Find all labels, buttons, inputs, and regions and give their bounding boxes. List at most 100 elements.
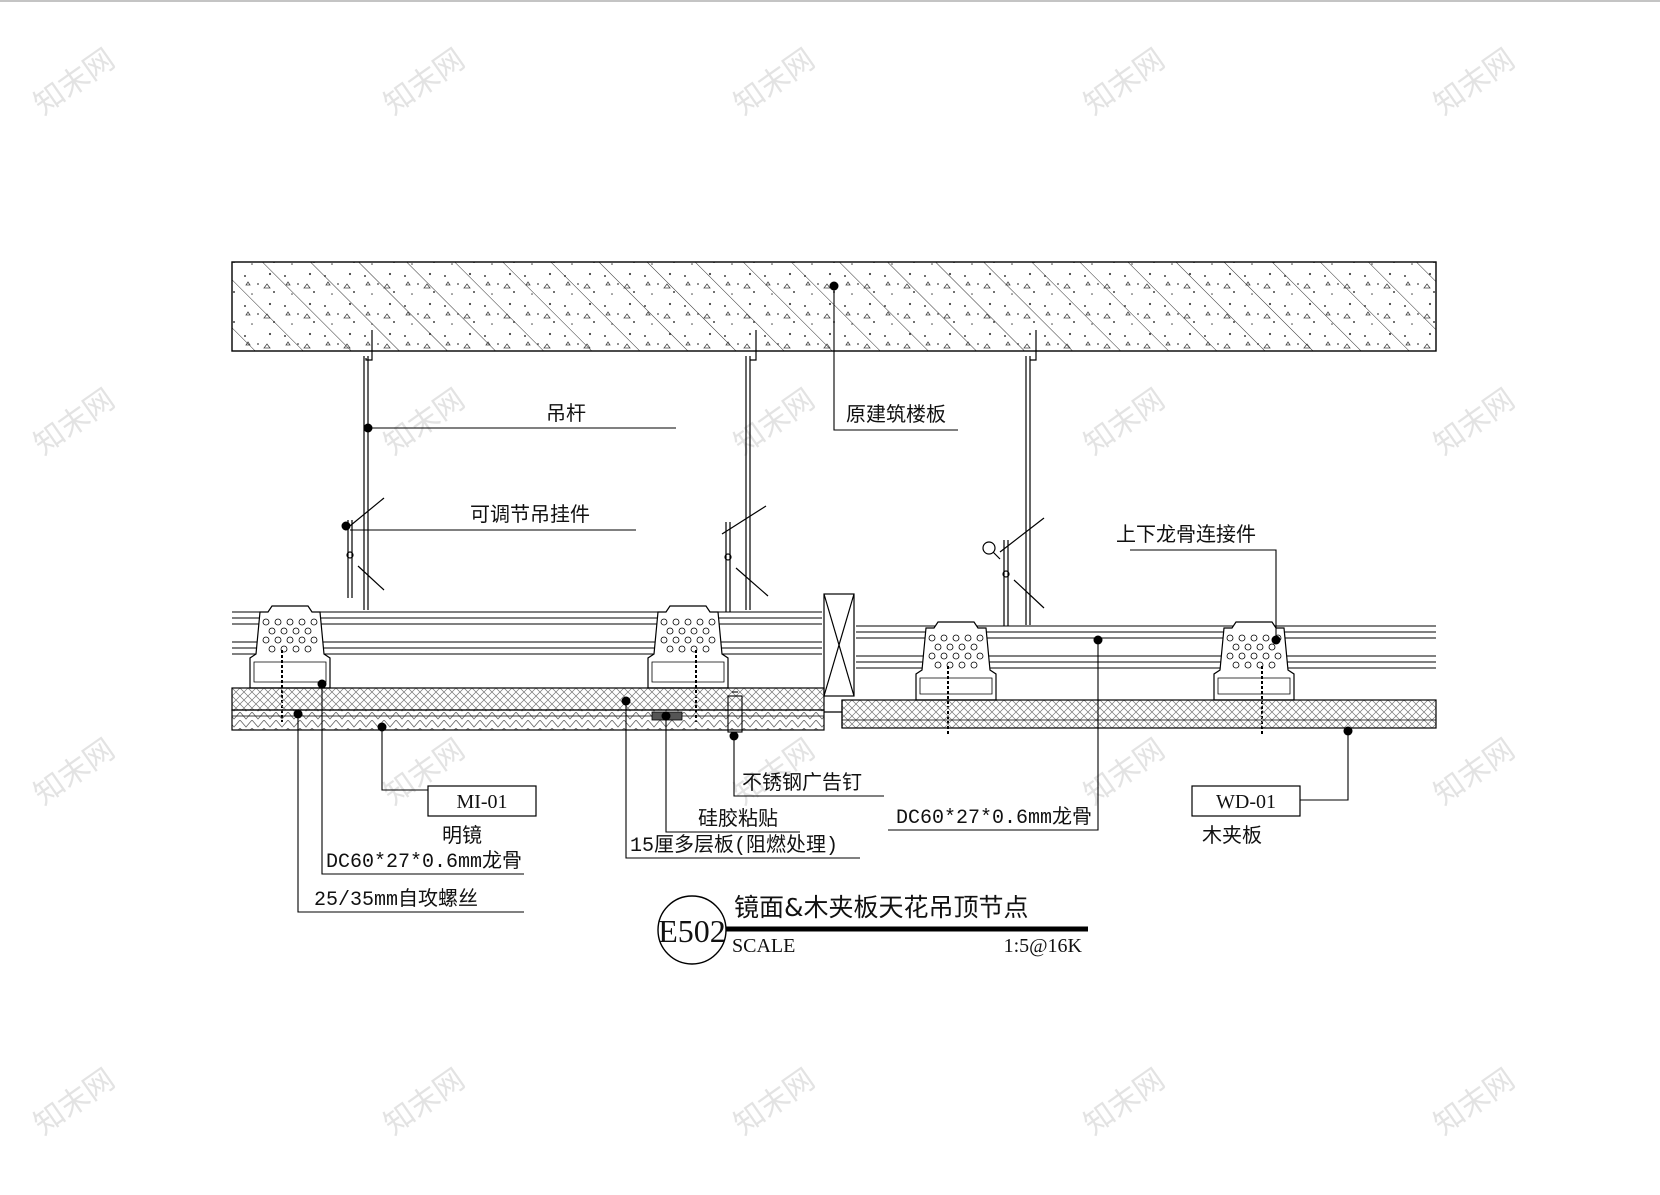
clip-perforation	[928, 634, 936, 642]
watermark-text: 知末网	[378, 1062, 472, 1142]
label-screw: 25/35mm自攻螺丝	[314, 887, 478, 912]
plywood-right	[824, 699, 1437, 729]
mirror-code-box	[427, 785, 537, 817]
keel-connector-clip	[249, 605, 331, 722]
hanger-rods	[344, 330, 1045, 626]
watermark-text: 知末网	[728, 42, 822, 122]
watermark-text: 知末网	[378, 42, 472, 122]
leader-dots	[293, 281, 1353, 741]
clip-perforation	[298, 618, 306, 626]
watermark-text: 知末网	[1078, 382, 1172, 462]
clip-perforation	[934, 661, 942, 669]
timber-block	[823, 593, 855, 697]
clip-perforation	[672, 636, 680, 644]
clip-perforation	[1238, 652, 1246, 660]
clip-perforation	[310, 636, 318, 644]
clip-perforation	[298, 636, 306, 644]
clip-perforation	[1238, 634, 1246, 642]
clip-perforation	[1256, 661, 1264, 669]
clip-perforation	[958, 661, 966, 669]
clip-perforation	[660, 618, 668, 626]
label-keel-left: DC60*27*0.6mm龙骨	[326, 849, 522, 874]
clip-perforation	[268, 627, 276, 635]
label-mirror-name: 明镜	[442, 823, 482, 847]
clip-perforation	[946, 643, 954, 651]
clip-perforation	[708, 636, 716, 644]
clip-perforation	[1244, 661, 1252, 669]
clip-perforation	[666, 645, 674, 653]
clip-perforation	[702, 627, 710, 635]
clip-perforation	[672, 618, 680, 626]
clip-perforation	[280, 627, 288, 635]
watermark-text: 知末网	[1428, 732, 1522, 812]
clip-perforation	[678, 627, 686, 635]
watermark-layer: 知末网知末网知末网知末网知末网知末网知末网知末网知末网知末网知末网知末网知末网知…	[28, 42, 1522, 1142]
clip-perforation	[1250, 652, 1258, 660]
clip-perforation	[684, 618, 692, 626]
clip-perforation	[696, 636, 704, 644]
clip-perforation	[310, 618, 318, 626]
label-mirror-code: MI-01	[456, 791, 507, 813]
clip-perforation	[1262, 652, 1270, 660]
clip-perforation	[708, 618, 716, 626]
clip-perforation	[274, 618, 282, 626]
clip-perforation	[666, 627, 674, 635]
watermark-text: 知末网	[28, 1062, 122, 1142]
label-wood-name: 木夹板	[1202, 823, 1262, 847]
clip-perforation	[280, 645, 288, 653]
clip-perforation	[1268, 643, 1276, 651]
magnifier-icon	[982, 541, 1001, 560]
clip-perforation	[964, 652, 972, 660]
clip-perforation	[304, 645, 312, 653]
plywood-15mm-left	[231, 687, 825, 711]
watermark-text: 知末网	[1078, 732, 1172, 812]
clip-perforation	[1268, 661, 1276, 669]
wood-code-box	[1191, 785, 1301, 817]
clip-perforation	[268, 645, 276, 653]
clip-perforation	[292, 645, 300, 653]
clip-perforation	[976, 634, 984, 642]
keel-connector-clip	[915, 621, 997, 734]
label-adjustable-hanger: 可调节吊挂件	[470, 502, 590, 526]
drawing-title: 镜面&木夹板天花吊顶节点	[734, 893, 1029, 922]
clip-perforation	[690, 627, 698, 635]
keel-connectors	[249, 605, 1295, 734]
clip-perforation	[940, 634, 948, 642]
label-wood-code: WD-01	[1216, 791, 1276, 813]
clip-perforation	[702, 645, 710, 653]
watermark-text: 知末网	[1078, 42, 1172, 122]
label-keel-connector: 上下龙骨连接件	[1116, 522, 1256, 546]
clip-perforation	[934, 643, 942, 651]
clip-perforation	[976, 652, 984, 660]
watermark-text: 知末网	[1428, 42, 1522, 122]
clip-perforation	[1232, 643, 1240, 651]
clip-perforation	[952, 634, 960, 642]
title-block: E502 镜面&木夹板天花吊顶节点 SCALE 1:5@16K	[657, 893, 1088, 965]
clip-perforation	[1226, 652, 1234, 660]
watermark-text: 知末网	[28, 732, 122, 812]
label-hanger-rod: 吊杆	[546, 401, 586, 425]
watermark-text: 知末网	[1078, 1062, 1172, 1142]
scale-label: SCALE	[732, 935, 795, 957]
label-original-slab: 原建筑楼板	[846, 402, 946, 426]
watermark-text: 知末网	[1428, 1062, 1522, 1142]
clip-perforation	[678, 645, 686, 653]
clip-perforation	[262, 636, 270, 644]
clip-perforation	[262, 618, 270, 626]
clip-perforation	[952, 652, 960, 660]
clip-perforation	[304, 627, 312, 635]
main-keel-left	[232, 611, 822, 655]
clip-perforation	[970, 661, 978, 669]
clip-perforation	[286, 636, 294, 644]
label-ad-nail: 不锈钢广告钉	[742, 770, 862, 794]
clip-perforation	[286, 618, 294, 626]
clip-perforation	[1232, 661, 1240, 669]
watermark-text: 知末网	[728, 1062, 822, 1142]
clip-perforation	[684, 636, 692, 644]
clip-perforation	[292, 627, 300, 635]
scale-value: 1:5@16K	[1004, 935, 1083, 957]
clip-perforation	[940, 652, 948, 660]
clip-perforation	[964, 634, 972, 642]
watermark-text: 知末网	[28, 42, 122, 122]
